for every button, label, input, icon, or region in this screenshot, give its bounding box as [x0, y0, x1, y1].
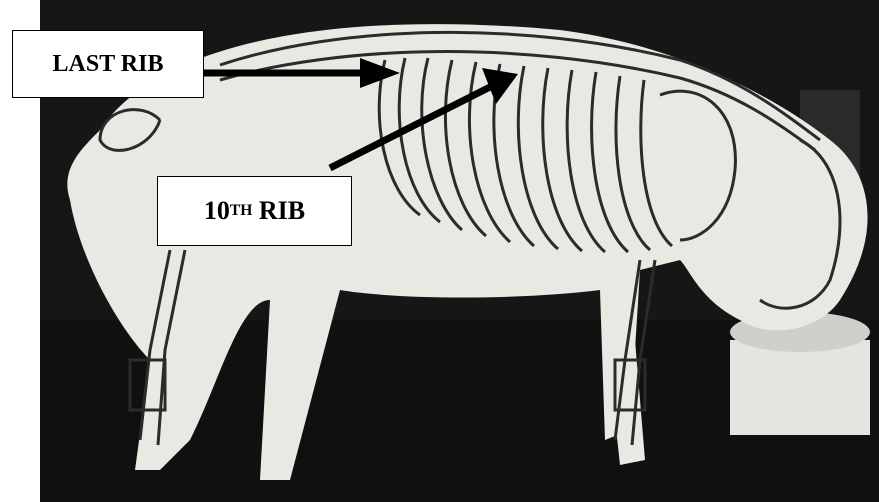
tenth-rib-number: 10 [204, 196, 230, 226]
tenth-rib-word: RIB [259, 196, 305, 226]
last-rib-label-box: LAST RIB [12, 30, 204, 98]
last-rib-label: LAST RIB [53, 51, 164, 78]
tenth-rib-arrow [330, 68, 518, 168]
last-rib-arrow [204, 58, 400, 88]
